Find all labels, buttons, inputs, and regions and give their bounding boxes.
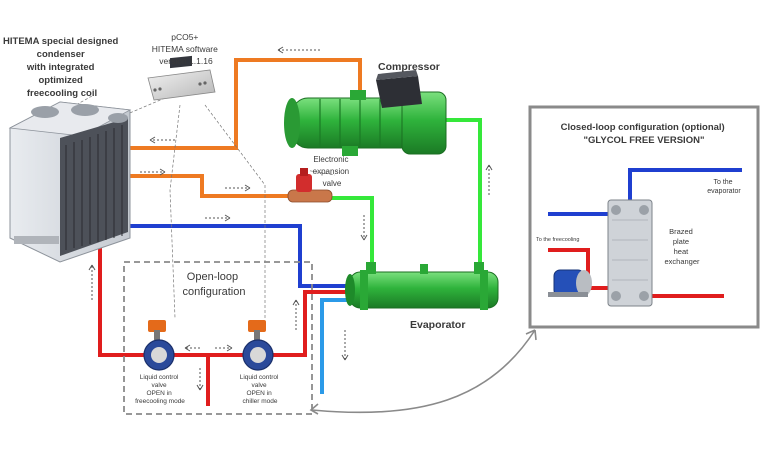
valve-right-label: Liquid control valve OPEN in chiller mod… <box>240 374 280 405</box>
heat-exchanger-label: Brazed plate heat exchanger <box>664 227 700 266</box>
blue-pipe-to-evaporator <box>628 168 742 210</box>
flow-arrows <box>88 46 701 391</box>
expansion-valve-label: Electronic expansion valve <box>313 155 352 188</box>
open-loop-title: Open-loop configuration <box>183 271 246 298</box>
lightblue-pipe-return <box>320 298 350 394</box>
open-loop-box <box>123 261 313 415</box>
liquid-control-valve-left <box>143 320 175 371</box>
condenser-unit <box>8 101 132 263</box>
curved-arrow-to-closed-loop <box>311 329 536 414</box>
valve-left-label: Liquid control valve OPEN in freecooling… <box>135 374 185 405</box>
condenser-label: HITEMA special designed condenser with i… <box>3 36 121 99</box>
evaporator-label: Evaporator <box>410 319 465 331</box>
controller-label: pCO5+ HITEMA software version 1.1.16 <box>152 32 221 66</box>
red-pipe-freecooling <box>548 248 610 290</box>
orange-pipe-discharge <box>116 58 362 150</box>
liquid-control-valve-right <box>242 320 274 371</box>
pump <box>548 269 592 297</box>
evaporator <box>345 262 499 310</box>
expansion-valve <box>287 168 333 203</box>
blue-pipe-cold <box>108 224 350 288</box>
compressor-label: Compressor <box>378 61 440 73</box>
closed-loop-title: Closed-loop configuration (optional) "GL… <box>561 122 728 146</box>
heat-exchanger <box>607 199 653 307</box>
green-pipe-compressor-evaporator <box>438 118 482 270</box>
to-freecooling-label: To the freecooling <box>536 237 579 243</box>
red-pipe-right <box>270 290 350 357</box>
red-pipe-center <box>174 353 244 406</box>
controller-pco5 <box>147 55 216 101</box>
to-evaporator-label: To the evaporator <box>707 179 741 195</box>
orange-pipe-liquid <box>116 174 294 198</box>
green-pipe-valve-evaporator <box>328 196 374 274</box>
compressor <box>284 70 447 156</box>
closed-loop-panel <box>528 105 760 329</box>
